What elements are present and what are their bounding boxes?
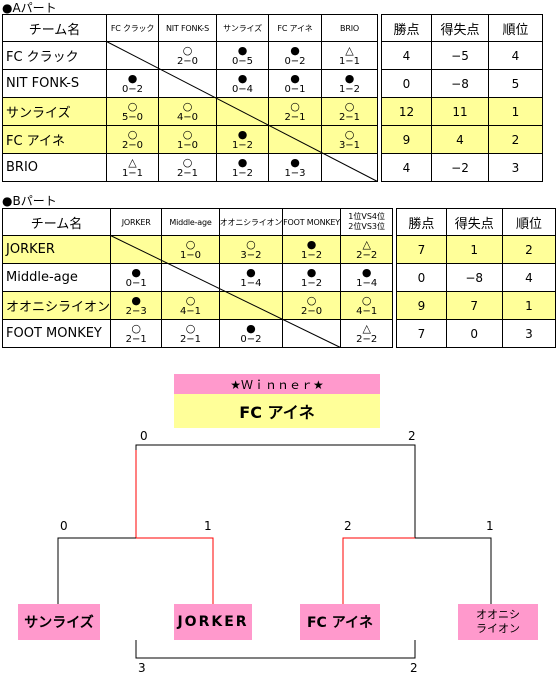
header-team: FC アイネ bbox=[268, 14, 322, 42]
row-goal-diff: 7 bbox=[445, 291, 503, 320]
row-team-name: FOOT MONKEY bbox=[1, 319, 112, 348]
header-playoff-1: 1位VS4位 bbox=[348, 212, 386, 221]
header-team-name: チーム名 bbox=[2, 14, 107, 42]
winner-title: ★Ｗｉｎｎｅｒ★ bbox=[174, 374, 380, 394]
header-team: JORKER bbox=[110, 208, 163, 236]
part-a-title: ●Aパート bbox=[2, 1, 57, 15]
row-team-name: JORKER bbox=[1, 235, 112, 264]
row-team-name: BRIO bbox=[2, 153, 107, 182]
match-score: 4−1 bbox=[356, 306, 378, 317]
bracket-team-jorker: JORKER bbox=[174, 604, 252, 640]
semi1-score-left: 0 bbox=[60, 519, 68, 533]
row-rank: 1 bbox=[488, 97, 543, 126]
bracket-team-fc-aine: FC アイネ bbox=[300, 604, 380, 640]
third-score-left: 3 bbox=[138, 661, 146, 675]
result-mark: △ bbox=[362, 322, 371, 335]
result-mark: ○ bbox=[361, 294, 372, 307]
bracket-team-sunrise: サンライズ bbox=[18, 604, 100, 640]
header-rank: 順位 bbox=[501, 208, 556, 236]
row-points: 7 bbox=[396, 235, 447, 264]
row-rank: 2 bbox=[501, 235, 556, 264]
row-points: 0 bbox=[381, 69, 432, 98]
semi2-score-right: 1 bbox=[486, 519, 494, 533]
match-score: 1−4 bbox=[356, 278, 378, 289]
header-playoff-2: 2位VS3位 bbox=[348, 222, 386, 231]
header-goal-diff: 得失点 bbox=[445, 208, 503, 236]
match-cell: ○4−1 bbox=[339, 291, 394, 320]
semi2-score-left: 2 bbox=[344, 519, 352, 533]
row-rank: 4 bbox=[501, 263, 556, 292]
match-cell: △2−2 bbox=[339, 235, 394, 264]
header-team-name: チーム名 bbox=[1, 208, 112, 236]
row-goal-diff: 1 bbox=[445, 235, 503, 264]
row-team-name: FC クラック bbox=[2, 41, 107, 70]
row-goal-diff: 11 bbox=[431, 97, 489, 126]
row-goal-diff: −2 bbox=[431, 153, 489, 182]
third-score-right: 2 bbox=[410, 661, 418, 675]
row-team-name: FC アイネ bbox=[2, 125, 107, 154]
match-score: 2−2 bbox=[356, 334, 378, 345]
part-b-title: ●Bパート bbox=[2, 194, 57, 208]
match-cell: △2−2 bbox=[339, 319, 394, 348]
semi1-score-right: 1 bbox=[204, 519, 212, 533]
header-points: 勝点 bbox=[381, 14, 432, 42]
result-mark: ● bbox=[361, 266, 372, 279]
row-team-name: サンライズ bbox=[2, 97, 107, 126]
row-points: 4 bbox=[381, 153, 432, 182]
row-rank: 1 bbox=[501, 291, 556, 320]
row-rank: 3 bbox=[488, 153, 543, 182]
result-mark: △ bbox=[362, 238, 371, 251]
row-points: 7 bbox=[396, 319, 447, 348]
row-rank: 3 bbox=[501, 319, 556, 348]
bracket-team-onishi-lion: オオニシ ライオン bbox=[458, 604, 538, 640]
final-score-left: 0 bbox=[140, 429, 148, 443]
row-goal-diff: 0 bbox=[445, 319, 503, 348]
row-rank: 2 bbox=[488, 125, 543, 154]
header-team: BRIO bbox=[321, 14, 378, 42]
match-score: 2−2 bbox=[356, 250, 378, 261]
winner-name: FC アイネ bbox=[174, 394, 380, 428]
final-score-right: 2 bbox=[408, 429, 416, 443]
